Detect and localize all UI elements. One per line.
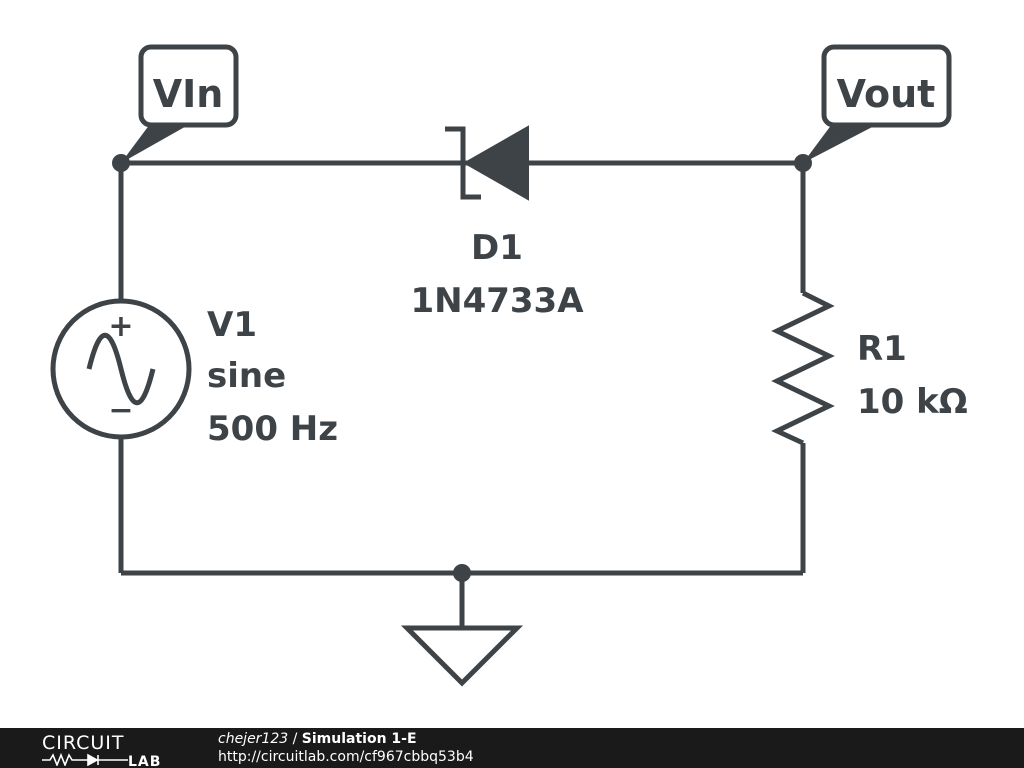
- node-label-vin[interactable]: VIn: [121, 44, 239, 163]
- source-frequency: 500 Hz: [207, 409, 338, 449]
- source-plus-sign: +: [108, 309, 133, 344]
- resistor-zigzag: [771, 290, 835, 446]
- vin-label-pointer: [121, 124, 190, 163]
- sine-wave-icon: [86, 333, 156, 405]
- source-type: sine: [207, 356, 286, 396]
- logo-diode-icon: [87, 753, 99, 766]
- resistor-r1[interactable]: [771, 290, 835, 446]
- diode-triangle: [462, 125, 529, 201]
- diode-part: 1N4733A: [410, 281, 584, 321]
- circuitlab-logo[interactable]: CIRCUIT LAB: [40, 730, 180, 766]
- diode-name: D1: [471, 228, 523, 268]
- vin-label-text: VIn: [153, 72, 224, 116]
- footer-username[interactable]: chejer123: [218, 731, 289, 747]
- vout-label-pointer: [803, 124, 878, 163]
- footer-bar: CIRCUIT LAB chejer123 / Simulation 1-E h…: [0, 728, 1024, 768]
- footer-project-name[interactable]: Simulation 1-E: [301, 731, 417, 747]
- circuit-schematic: + − VIn Vout: [50, 44, 968, 687]
- voltage-source-v1[interactable]: + −: [50, 298, 192, 440]
- resistor-name: R1: [857, 329, 907, 369]
- diode-cathode-bar: [445, 126, 481, 200]
- logo-bottom-text: LAB: [128, 754, 161, 766]
- footer-separator: /: [288, 731, 302, 747]
- ground-symbol-icon: [400, 625, 524, 687]
- footer-url-link[interactable]: http://circuitlab.com/cf967cbbq53b4: [218, 749, 474, 765]
- resistor-value: 10 kΩ: [857, 382, 968, 422]
- source-name: V1: [207, 305, 257, 345]
- vout-label-box: [821, 44, 952, 128]
- node-label-vout[interactable]: Vout: [803, 44, 952, 163]
- zener-diode-d1[interactable]: [445, 125, 529, 201]
- vin-label-box: [138, 44, 239, 128]
- logo-top-text: CIRCUIT: [42, 732, 125, 754]
- footer-project-info: chejer123 / Simulation 1-E http://circui…: [218, 730, 474, 766]
- vout-label-text: Vout: [837, 72, 936, 116]
- source-minus-sign: −: [108, 393, 133, 428]
- logo-resistor-icon: [42, 752, 88, 766]
- junction-ground: [453, 564, 471, 582]
